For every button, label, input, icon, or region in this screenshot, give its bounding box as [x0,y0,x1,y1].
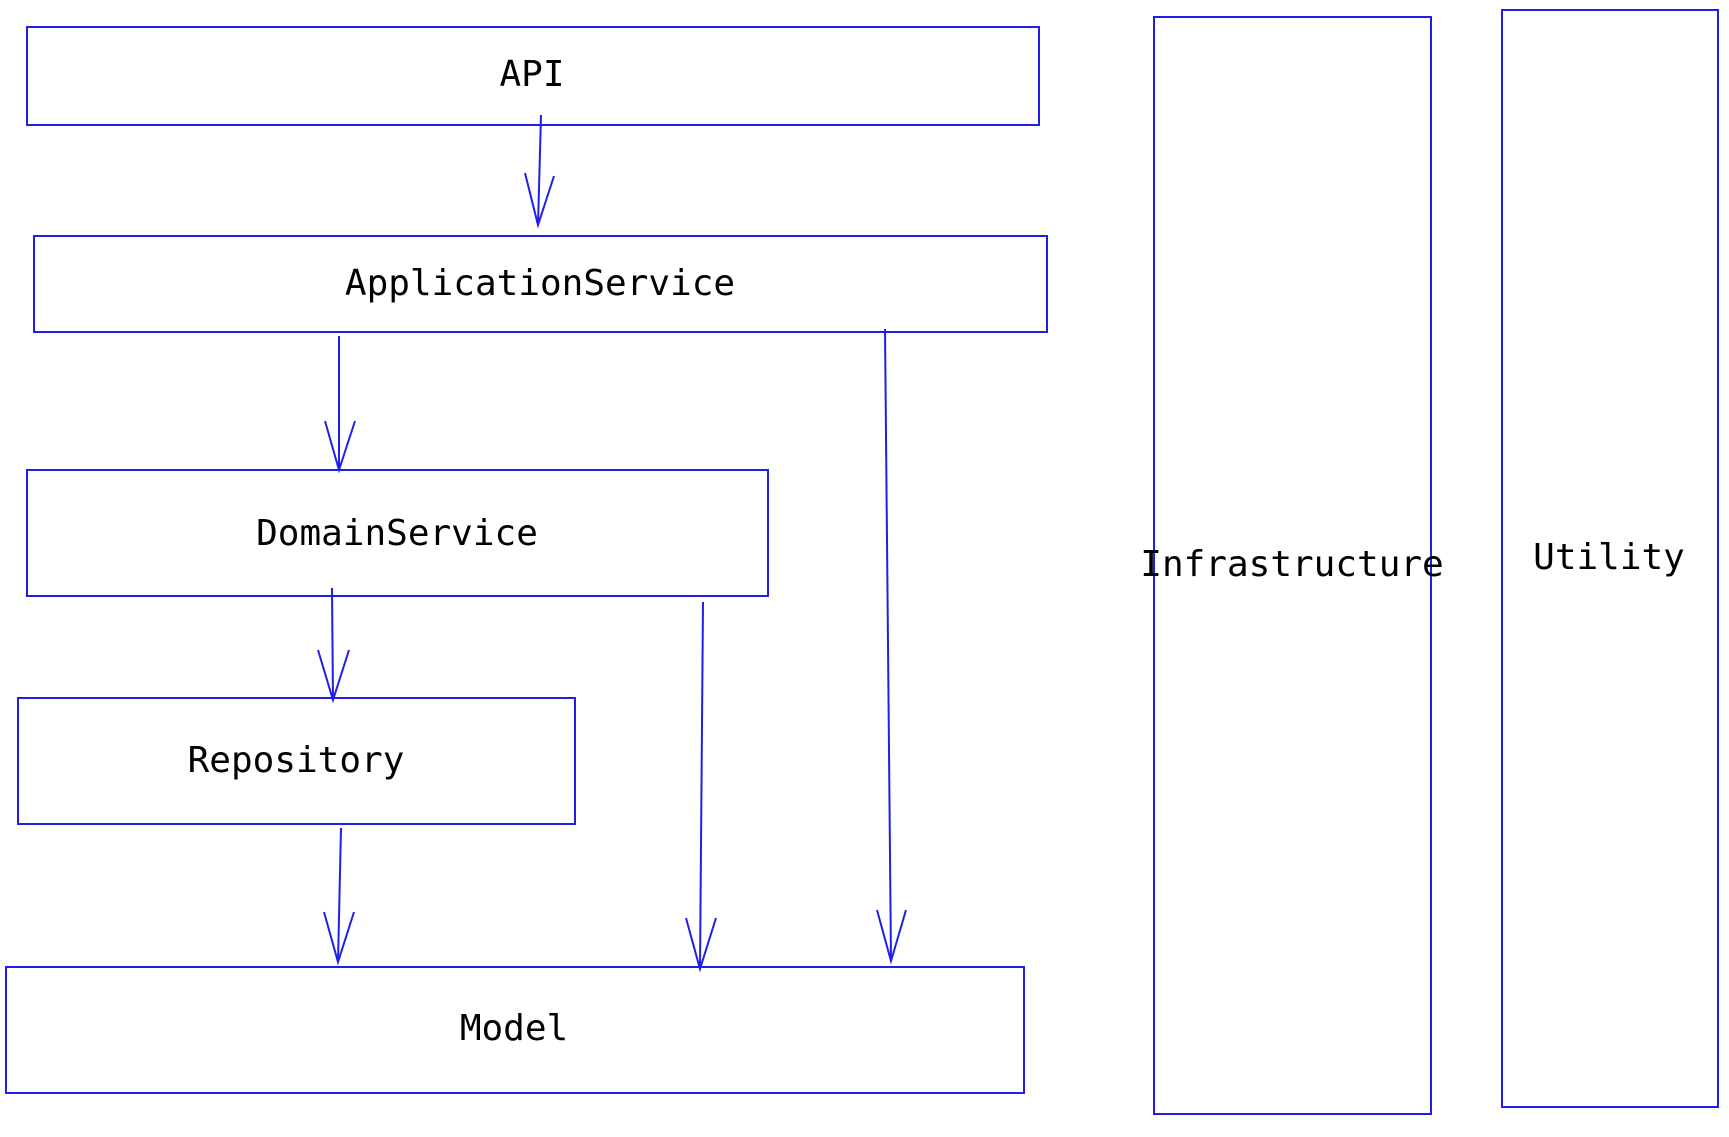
arrow-domain-service-to-repository [317,587,350,704]
api-label: API [499,54,564,95]
domain-service-layer: DomainService [26,469,769,597]
application-service-label: ApplicationService [345,263,735,304]
infrastructure-layer: Infrastructure [1140,16,1444,1115]
arrow-api-to-application-service [524,114,555,229]
infrastructure-box [1153,16,1432,1115]
arrow-application-service-to-model [876,328,907,965]
utility-layer: Utility [1501,9,1719,1108]
utility-label: Utility [1533,537,1685,578]
arrow-repository-to-model [323,827,355,966]
utility-box [1501,9,1719,1108]
arrow-application-service-to-domain-service [324,336,356,474]
api-box [26,26,1040,126]
application-service-layer: ApplicationService [33,235,1048,333]
repository-layer: Repository [17,697,576,825]
model-label: Model [460,1008,568,1049]
arrow-domain-service-to-model [685,601,717,973]
infrastructure-label: Infrastructure [1140,544,1443,585]
repository-box [17,697,576,825]
model-box [5,966,1025,1094]
domain-service-label: DomainService [256,513,538,554]
domain-service-box [26,469,769,597]
application-service-box [33,235,1048,333]
repository-label: Repository [188,740,405,781]
model-layer: Model [5,966,1025,1094]
api-layer: API [26,26,1040,126]
